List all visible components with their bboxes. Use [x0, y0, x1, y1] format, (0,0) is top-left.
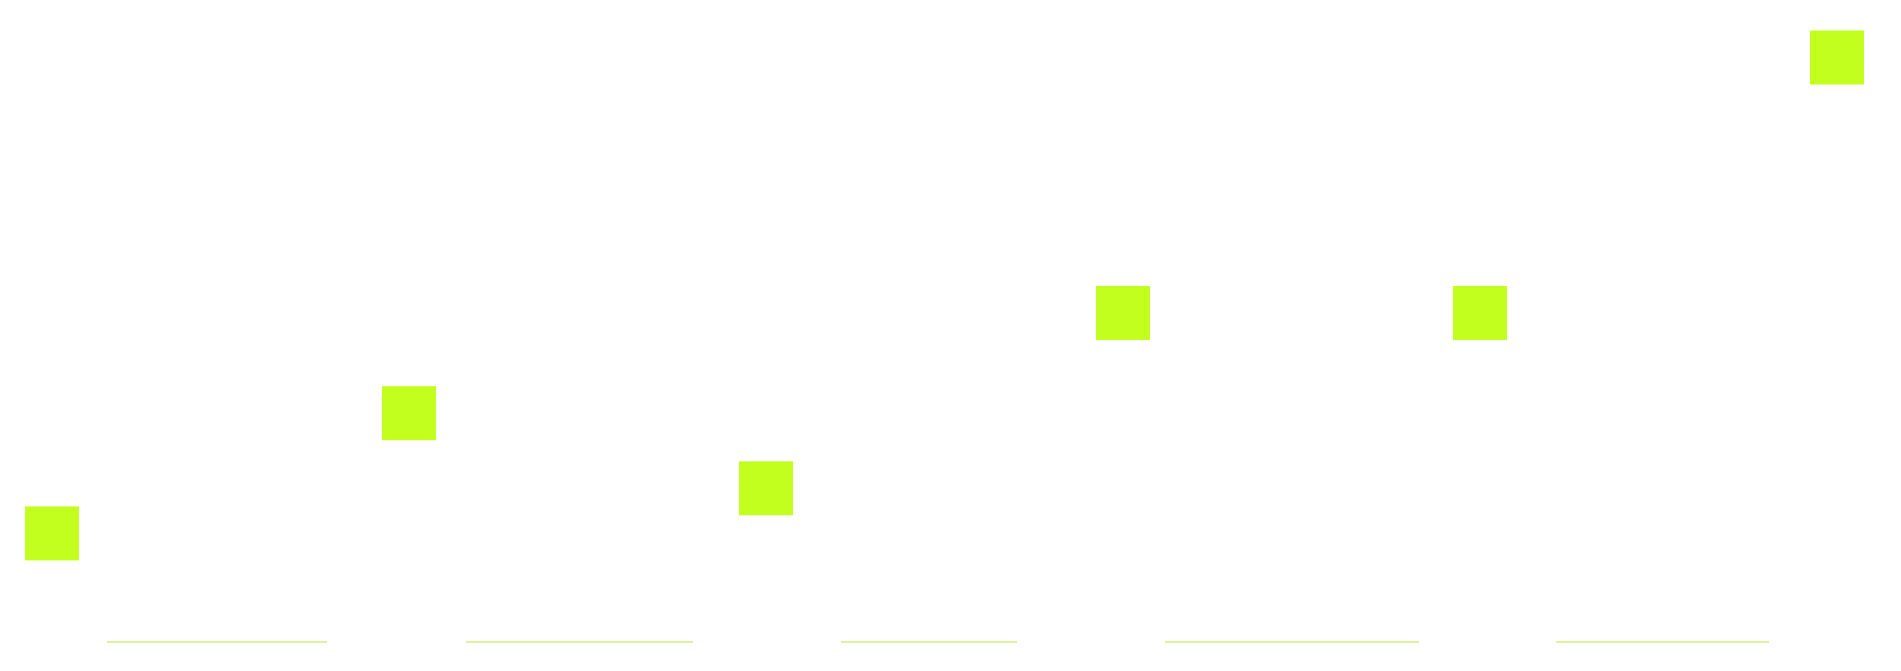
data-point-4	[1096, 286, 1150, 340]
data-point-5	[1453, 286, 1507, 340]
data-point-3	[739, 461, 793, 516]
data-markers	[25, 30, 1864, 561]
data-point-2	[382, 386, 436, 441]
data-point-6	[1810, 30, 1864, 85]
data-point-1	[25, 506, 79, 561]
